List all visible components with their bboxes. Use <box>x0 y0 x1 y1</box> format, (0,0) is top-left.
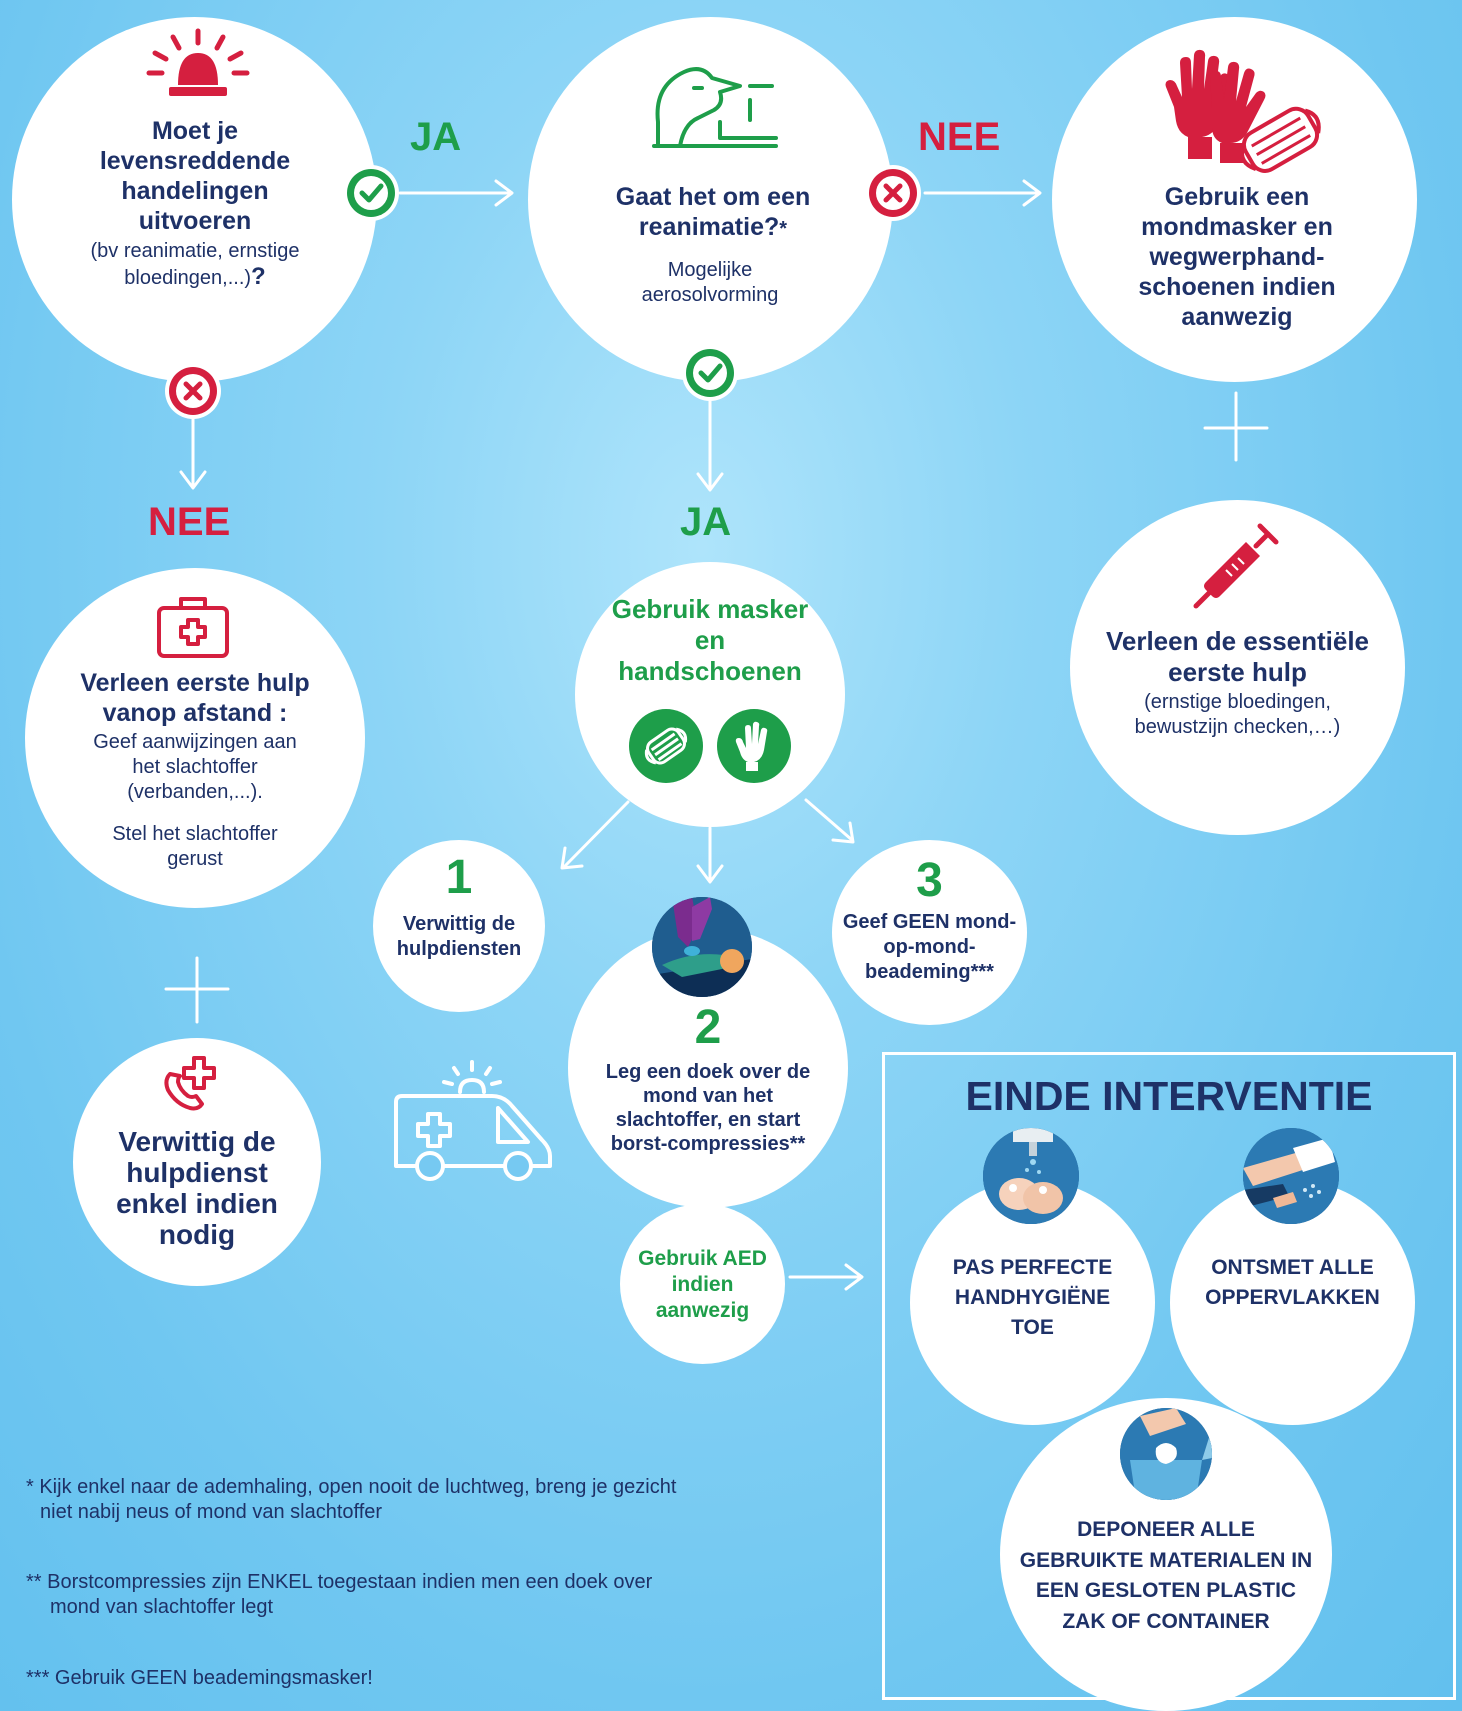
question-lifesaving-sub: (bv reanimatie, ernstige bloedingen,...)… <box>90 240 300 290</box>
hand-hygiene-text: PAS PERFECTE HANDHYGIËNE TOE <box>952 1256 1113 1339</box>
use-mask-circle <box>575 562 845 827</box>
step2-text: Leg een doek over de mond van het slacht… <box>605 1061 811 1155</box>
use-mask-title: Gebruik masker en handschoenen <box>611 594 809 686</box>
siren-icon <box>146 28 250 96</box>
gloves-mask-icon <box>1165 49 1321 173</box>
step2-number: 2 <box>694 1001 722 1054</box>
aed-circle <box>620 1204 785 1364</box>
first-aid-distance-line2: Stel het slachtoffer gerust <box>112 823 278 870</box>
first-aid-distance-title: Verleen eerste hulp vanop afstand : <box>80 669 310 727</box>
question-resuscitation-sub: Mogelijke aerosolvorming <box>641 259 779 306</box>
label-nee-left: NEE <box>148 500 231 544</box>
footnote-2: ** Borstcompressies zijn ENKEL toegestaa… <box>26 1571 653 1618</box>
syringe-icon <box>1193 523 1279 609</box>
label-ja-mid: JA <box>680 500 732 544</box>
gloves-icon <box>717 709 791 783</box>
step1-text: Verwittig de hulpdiensten <box>396 913 522 960</box>
first-aid-distance-circle <box>25 568 365 908</box>
question-resuscitation-title: Gaat het om een reanimatie?* <box>615 183 811 241</box>
step1-circle <box>373 840 545 1012</box>
first-aid-kit-icon <box>157 597 229 658</box>
question-lifesaving-title: Moet je levensreddende handelingen uitvo… <box>99 117 291 235</box>
patient-face-icon <box>652 67 778 148</box>
label-ja-top: JA <box>410 115 462 159</box>
step3-circle <box>832 840 1027 1025</box>
dispose-text: DEPONEER ALLE GEBRUIKTE MATERIALEN IN EE… <box>1019 1518 1313 1633</box>
aed-text: Gebruik AED indien aanwezig <box>638 1247 767 1322</box>
step1-number: 1 <box>445 851 473 904</box>
cpr-image-icon <box>652 897 752 997</box>
footnote-3: *** Gebruik GEEN beademingsmasker! <box>26 1667 373 1689</box>
call-help-circle <box>73 1038 321 1286</box>
essential-aid-sub: (ernstige bloedingen, bewustzijn checken… <box>1134 691 1341 738</box>
step3-text: Geef GEEN mond-op-mond-beademing*** <box>842 911 1017 983</box>
disinfect-image-icon <box>1243 1128 1339 1224</box>
label-nee-top: NEE <box>918 115 1001 159</box>
phone-cross-icon <box>164 1056 216 1111</box>
footnote-1: * Kijk enkel naar de ademhaling, open no… <box>26 1476 677 1523</box>
end-intervention-title: EINDE INTERVENTIE <box>965 1073 1373 1119</box>
x-icon-nee-top <box>865 165 921 221</box>
step3-number: 3 <box>916 854 943 907</box>
ambulance-icon <box>394 1060 552 1181</box>
mask-gloves-title: Gebruik een mondmasker en wegwerphand-sc… <box>1138 183 1336 331</box>
x-icon-nee-left <box>165 363 221 419</box>
essential-aid-title: Verleen de essentiële eerste hulp <box>1105 626 1370 687</box>
first-aid-distance-line1: Geef aanwijzingen aan het slachtoffer (v… <box>93 731 297 803</box>
dispose-image-icon <box>1120 1408 1212 1500</box>
handwash-image-icon <box>983 1128 1079 1224</box>
mask-icon <box>629 709 703 783</box>
disinfect-text: ONTSMET ALLE OPPERVLAKKEN <box>1205 1256 1380 1309</box>
check-icon-ja-mid <box>682 345 738 401</box>
check-icon-ja-top <box>343 165 399 221</box>
call-help-title: Verwittig de hulpdienst enkel indien nod… <box>116 1126 278 1250</box>
